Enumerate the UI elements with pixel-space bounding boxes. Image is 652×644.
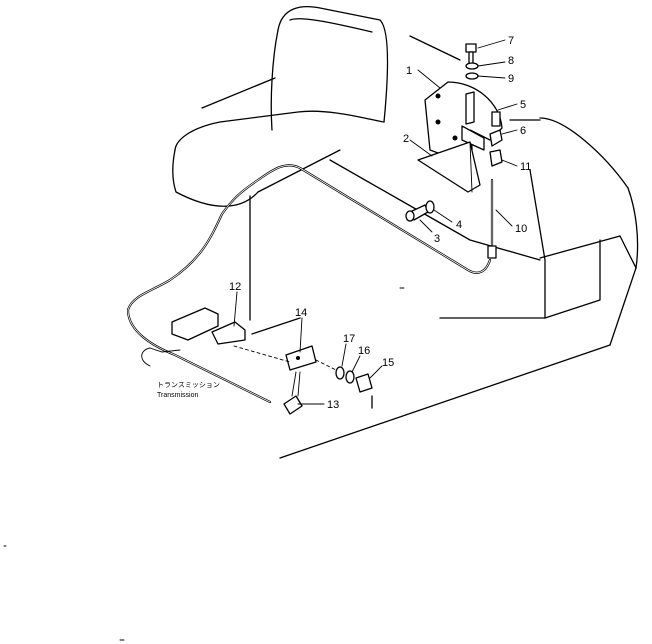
- caption-transmission-en: Transmission: [157, 392, 198, 399]
- callout-7: 7: [508, 35, 514, 47]
- callout-15: 15: [382, 357, 394, 369]
- caption-transmission-jp: トランスミッション: [157, 381, 220, 389]
- callout-labels: 1 2 3 4 5 6 7 8 9 10 11 12 13 14 15 16 1…: [229, 35, 531, 411]
- callout-12: 12: [229, 281, 241, 293]
- bolt-and-washer: [405, 200, 435, 222]
- callout-11: 11: [520, 161, 531, 173]
- cable-fittings: [489, 111, 503, 167]
- callout-9: 9: [508, 73, 514, 85]
- mounting-plate: [417, 141, 481, 193]
- machine-body: [3, 6, 639, 641]
- transmission-caption: トランスミッション Transmission: [157, 381, 220, 399]
- callout-6: 6: [520, 125, 526, 137]
- callout-10: 10: [515, 223, 527, 235]
- transmission-end: [141, 307, 373, 415]
- callout-14: 14: [295, 307, 307, 319]
- callout-16: 16: [358, 345, 370, 357]
- leader-lines: [233, 39, 518, 405]
- callout-17: 17: [343, 333, 355, 345]
- callout-4: 4: [456, 219, 462, 231]
- callout-2: 2: [403, 133, 409, 145]
- top-fasteners: [465, 43, 479, 80]
- callout-8: 8: [508, 55, 514, 67]
- callout-5: 5: [520, 99, 526, 111]
- callout-13: 13: [327, 399, 339, 411]
- callout-1: 1: [406, 65, 412, 77]
- control-cable: [126, 164, 497, 404]
- lever-bracket: [424, 81, 503, 163]
- callout-3: 3: [434, 233, 440, 245]
